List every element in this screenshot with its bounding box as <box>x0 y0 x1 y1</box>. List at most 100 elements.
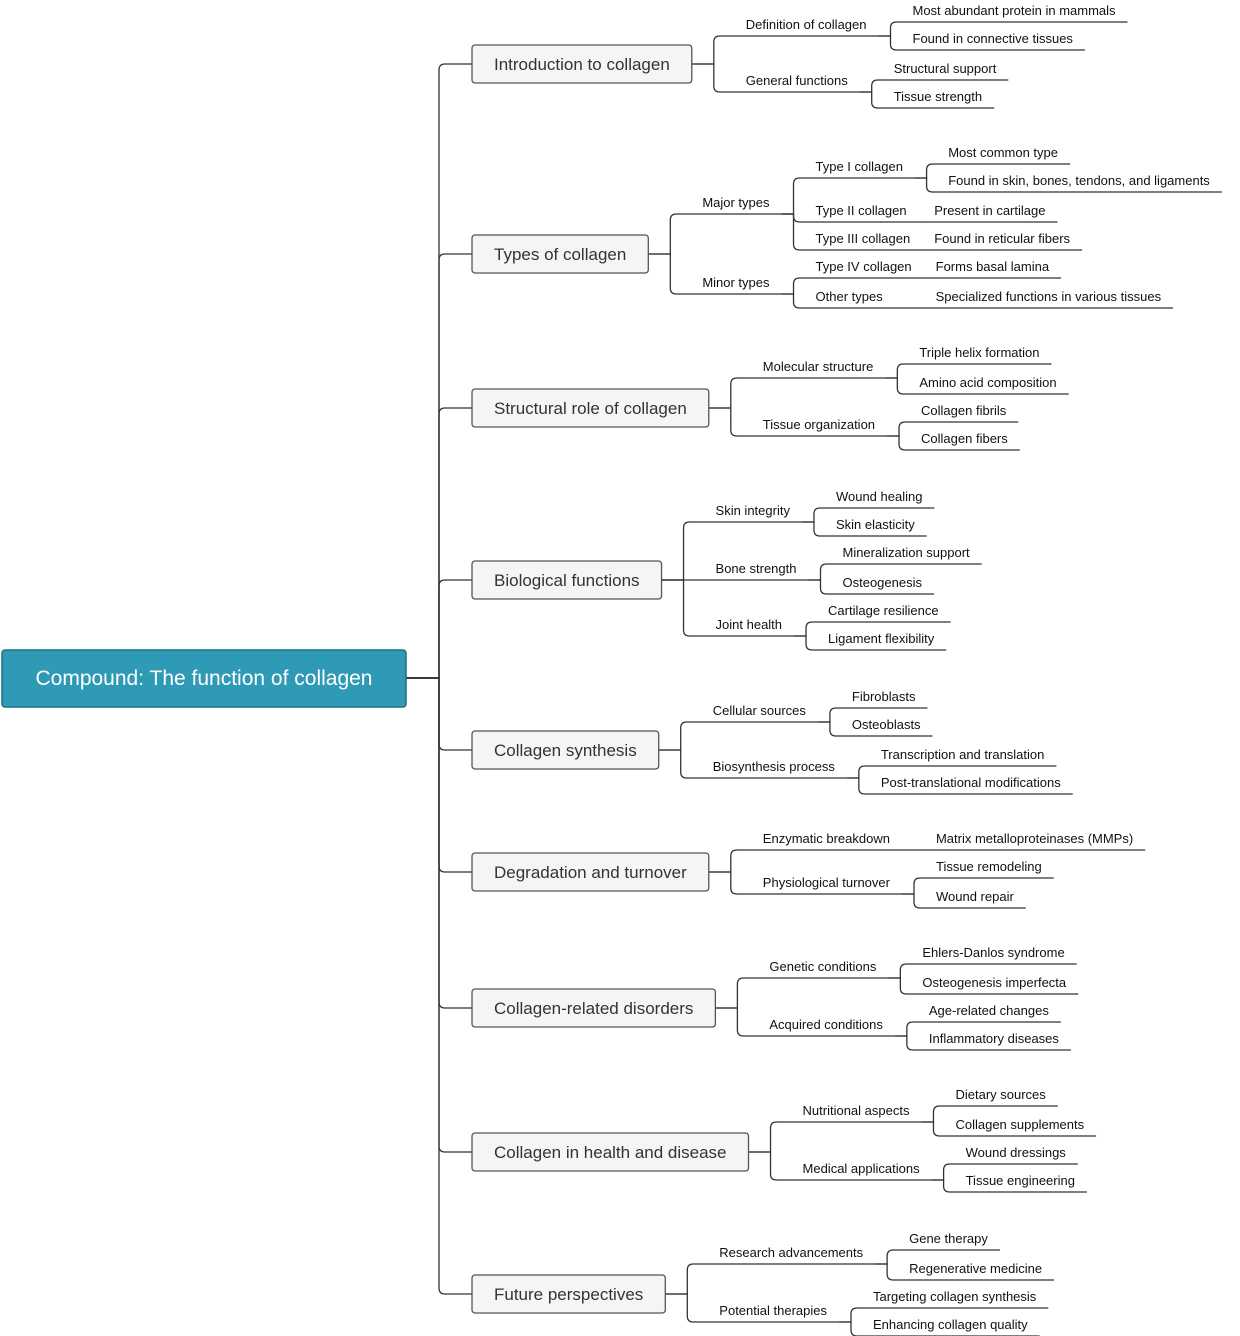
branch-4-sub-1: Skin integrity <box>716 503 791 518</box>
branch-2-sub-1-type-1-leaf-2-connector <box>914 177 939 193</box>
branch-7-node[interactable]: Collagen-related disorders <box>471 988 717 1028</box>
branch-8-sub-2-leaf-1-connector <box>931 1163 956 1181</box>
branch-8-box <box>471 1132 750 1172</box>
branch-8-sub-1-leaf-1: Dietary sources <box>955 1087 1046 1102</box>
branch-9-sub-2-leaf-1: Targeting collagen synthesis <box>873 1289 1037 1304</box>
branch-3-connector <box>406 407 472 679</box>
branch-6-sub-1-connector <box>708 849 753 873</box>
branch-9-sub-2-leaf-2-connector <box>838 1321 863 1336</box>
branch-5-node[interactable]: Collagen synthesis <box>471 730 660 770</box>
branch-7-sub-1: Genetic conditions <box>769 959 876 974</box>
branch-2-sub-1-type-1-connector <box>781 177 806 215</box>
branch-8-sub-1: Nutritional aspects <box>803 1103 910 1118</box>
branch-2-sub-1-type-1: Type I collagen <box>816 159 903 174</box>
branch-6-label: Degradation and turnover <box>494 863 687 882</box>
branch-3-sub-1-connector <box>708 377 753 409</box>
branch-2-sub-2-type-1-leaf-1: Forms basal lamina <box>936 259 1050 274</box>
branch-2-sub-1-connector <box>648 213 693 255</box>
branch-3-sub-1-leaf-2: Amino acid composition <box>919 375 1056 390</box>
branch-7-sub-2-leaf-2-connector <box>894 1035 919 1051</box>
branch-1-sub-1-connector <box>691 35 736 65</box>
branch-1-sub-1-leaf-1: Most abundant protein in mammals <box>913 3 1117 18</box>
branch-4-box <box>471 560 663 600</box>
branch-6-sub-1-leaf-1: Matrix metalloproteinases (MMPs) <box>936 831 1133 846</box>
branch-3-sub-2-leaf-1: Collagen fibrils <box>921 403 1007 418</box>
branch-2-sub-2-type-2: Other types <box>816 289 884 304</box>
branch-4-sub-2: Bone strength <box>716 561 797 576</box>
branch-3-node[interactable]: Structural role of collagen <box>471 388 710 428</box>
branch-4-sub-1-leaf-2-connector <box>801 521 826 537</box>
branch-2-sub-1-type-3: Type III collagen <box>816 231 911 246</box>
branch-7-sub-2-leaf-1: Age-related changes <box>929 1003 1049 1018</box>
branch-4-sub-1-leaf-1-connector <box>801 507 826 523</box>
branch-3-sub-1-leaf-1: Triple helix formation <box>919 345 1039 360</box>
branch-1-sub-2-leaf-1-connector <box>859 79 884 93</box>
branch-7-sub-1-connector <box>715 977 760 1009</box>
branch-4-node[interactable]: Biological functions <box>471 560 663 600</box>
branch-9-sub-1-leaf-2-connector <box>875 1263 900 1281</box>
branch-2-sub-2-type-1-connector <box>781 277 806 295</box>
branch-5-label: Collagen synthesis <box>494 741 637 760</box>
branch-2-sub-1-type-1-leaf-1: Most common type <box>948 145 1058 160</box>
branch-3-sub-1: Molecular structure <box>763 359 874 374</box>
mindmap-nodes: Compound: The function of collagen Introd… <box>1 3 1222 1336</box>
root-node-box <box>1 649 407 708</box>
branch-7-sub-2-leaf-1-connector <box>894 1021 919 1037</box>
branch-2-connector <box>406 253 472 679</box>
branch-5-sub-2: Biosynthesis process <box>713 759 836 774</box>
branch-7-sub-1-leaf-2-connector <box>888 977 913 995</box>
branch-6-sub-2-leaf-2: Wound repair <box>936 889 1014 904</box>
branch-1-sub-2-connector <box>691 63 736 93</box>
branch-9-sub-2-connector <box>665 1293 710 1323</box>
branch-7-sub-1-leaf-1: Ehlers-Danlos syndrome <box>922 945 1064 960</box>
branch-4-connector <box>406 579 472 679</box>
branch-5-sub-1-connector <box>658 721 703 751</box>
branch-4-sub-2-leaf-1-connector <box>808 563 833 581</box>
branch-2-sub-1-type-3-connector <box>781 213 806 251</box>
branch-1-node[interactable]: Introduction to collagen <box>471 44 693 84</box>
branch-2-sub-2-connector <box>648 253 693 295</box>
branch-5-sub-1-leaf-1: Fibroblasts <box>852 689 916 704</box>
branch-4-sub-1-leaf-1: Wound healing <box>836 489 923 504</box>
branch-6-sub-2-leaf-1: Tissue remodeling <box>936 859 1042 874</box>
root-node[interactable]: Compound: The function of collagen <box>1 649 407 708</box>
branch-4-sub-3-leaf-2-connector <box>794 635 819 651</box>
branch-8-sub-1-leaf-1-connector <box>921 1105 946 1123</box>
branch-4-sub-3-connector <box>661 579 706 637</box>
branch-2-node[interactable]: Types of collagen <box>471 234 649 274</box>
branch-9-node[interactable]: Future perspectives <box>471 1274 666 1314</box>
branch-2-sub-2-type-1: Type IV collagen <box>816 259 912 274</box>
branch-6-node[interactable]: Degradation and turnover <box>471 852 710 892</box>
branch-9-sub-1: Research advancements <box>719 1245 863 1260</box>
branch-2-sub-2-type-2-leaf-1: Specialized functions in various tissues <box>936 289 1162 304</box>
branch-2-sub-1-type-3-leaf-1: Found in reticular fibers <box>934 231 1070 246</box>
branch-1-sub-2-leaf-1: Structural support <box>894 61 997 76</box>
branch-1-sub-2-leaf-2: Tissue strength <box>894 89 982 104</box>
branch-1-sub-1-leaf-2-connector <box>878 35 903 51</box>
branch-4-sub-3-leaf-2: Ligament flexibility <box>828 631 935 646</box>
branch-9-sub-2-leaf-2: Enhancing collagen quality <box>873 1317 1028 1332</box>
branch-2-sub-1-type-2: Type II collagen <box>816 203 907 218</box>
branch-9-sub-1-leaf-1-connector <box>875 1249 900 1265</box>
branch-5-sub-2-leaf-1: Transcription and translation <box>881 747 1045 762</box>
branch-5-sub-2-leaf-2-connector <box>846 777 871 795</box>
branch-1-sub-2-leaf-2-connector <box>859 91 884 109</box>
branch-3-sub-1-leaf-2-connector <box>885 377 910 395</box>
branch-6-sub-2-leaf-1-connector <box>901 877 926 895</box>
branch-8-node[interactable]: Collagen in health and disease <box>471 1132 750 1172</box>
branch-7-sub-1-leaf-1-connector <box>888 963 913 979</box>
branch-1-connector <box>406 63 472 679</box>
branch-2-box <box>471 234 649 274</box>
branch-5-sub-2-connector <box>658 749 703 779</box>
branch-4-sub-2-leaf-1: Mineralization support <box>842 545 970 560</box>
connector-lines <box>406 21 956 1336</box>
branch-8-sub-2-connector <box>748 1151 793 1181</box>
branch-7-sub-2-connector <box>715 1007 760 1037</box>
branch-4-sub-3: Joint health <box>716 617 783 632</box>
branch-5-sub-2-leaf-2: Post-translational modifications <box>881 775 1061 790</box>
branch-4-sub-2-leaf-2: Osteogenesis <box>842 575 922 590</box>
branch-3-sub-1-leaf-1-connector <box>885 363 910 379</box>
branch-5-sub-1-leaf-2-connector <box>817 721 842 737</box>
branch-3-sub-2-leaf-1-connector <box>887 421 912 437</box>
